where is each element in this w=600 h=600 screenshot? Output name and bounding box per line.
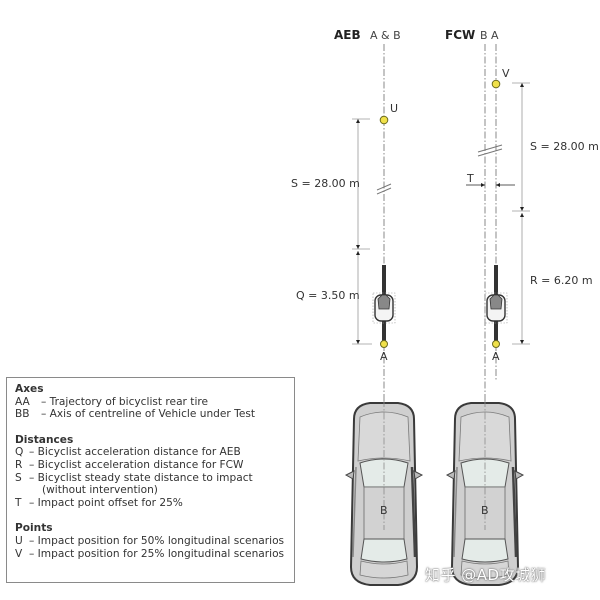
legend-key: R <box>15 458 23 471</box>
aeb-axes-label: A & B <box>370 29 401 42</box>
legend-key: BB <box>15 408 30 421</box>
legend-key: V <box>15 547 23 560</box>
fcw-s-dimension <box>512 82 530 212</box>
legend-text: – Impact point offset for 25% <box>29 496 183 509</box>
legend-section-axes-title: Axes <box>15 383 44 395</box>
aeb-title: AEB <box>334 28 361 42</box>
legend-section-points-title: Points <box>15 522 53 535</box>
legend-item: U – Impact position for 50% longitudinal… <box>15 535 294 548</box>
legend-text: – Impact position for 50% longitudinal s… <box>29 534 285 547</box>
legend-item-continuation: (without intervention) <box>15 484 294 497</box>
fcw-axis-break-icon <box>477 144 503 157</box>
legend-item: R – Bicyclist acceleration distance for … <box>15 459 294 472</box>
aeb-point-b-label: B <box>380 504 388 517</box>
aeb-q-dimension <box>352 251 372 345</box>
aeb-s-dimension <box>352 118 370 250</box>
legend-item: T – Impact point offset for 25% <box>15 497 294 510</box>
legend-text: – Bicyclist steady state distance to imp… <box>29 471 253 484</box>
legend-text: – Bicyclist acceleration distance for AE… <box>29 446 241 459</box>
legend-key: Q <box>15 446 24 459</box>
fcw-bicycle-icon <box>484 264 508 346</box>
aeb-axis-break-icon <box>376 183 392 195</box>
point-u-icon <box>379 115 389 125</box>
aeb-s-label: S = 28.00 m <box>291 177 360 190</box>
legend-item: S – Bicyclist steady state distance to i… <box>15 472 294 485</box>
legend-item: Q – Bicyclist acceleration distance for … <box>15 446 294 459</box>
fcw-title: FCW <box>445 28 476 42</box>
legend-section-distances-title: Distances <box>15 433 74 446</box>
fcw-t-label: T <box>467 172 474 185</box>
legend-item: AA – Trajectory of bicyclist rear tire <box>15 396 294 409</box>
legend-text: – Bicyclist acceleration distance for FC… <box>29 458 244 471</box>
fcw-point-b-label: B <box>481 504 489 517</box>
fcw-r-dimension <box>512 213 530 345</box>
fcw-point-a-icon <box>492 340 500 348</box>
legend-key: T <box>15 496 22 509</box>
aeb-point-a-label: A <box>380 350 388 363</box>
legend-text: (without intervention) <box>42 484 158 497</box>
legend-box: Axes AA – Trajectory of bicyclist rear t… <box>6 377 295 583</box>
watermark: 知乎 @AD攻城狮 <box>425 566 547 584</box>
legend-item: V – Impact position for 25% longitudinal… <box>15 548 294 561</box>
fcw-r-label: R = 6.20 m <box>530 274 593 287</box>
legend-text: – Trajectory of bicyclist rear tire <box>41 395 209 408</box>
legend-key: AA <box>15 395 30 408</box>
aeb-point-a-icon <box>380 340 388 348</box>
fcw-axes-label: B A <box>480 29 499 42</box>
fcw-point-a-label: A <box>492 350 500 363</box>
legend-text: – Axis of centreline of Vehicle under Te… <box>41 408 256 421</box>
point-u-label: U <box>390 102 399 115</box>
aeb-q-label: Q = 3.50 m <box>296 289 360 302</box>
point-v-icon <box>491 79 501 89</box>
legend-text: – Impact position for 25% longitudinal s… <box>29 547 285 560</box>
fcw-s-label: S = 28.00 m <box>530 140 599 153</box>
legend-key: U <box>15 534 23 547</box>
aeb-bicycle-icon <box>372 264 396 346</box>
point-v-label: V <box>502 67 510 80</box>
legend-item: BB – Axis of centreline of Vehicle under… <box>15 408 294 421</box>
legend-key: S <box>15 471 22 484</box>
